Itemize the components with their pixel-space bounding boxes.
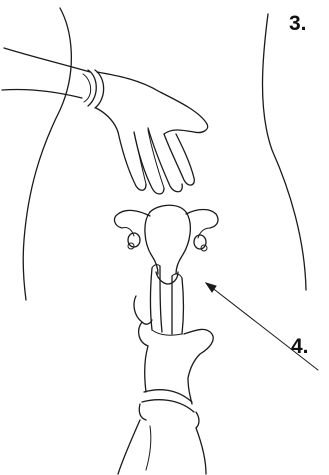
step-4-label: 4. (291, 336, 309, 357)
uterus-ovaries-icon (115, 205, 218, 284)
abdominal-hand-icon (2, 48, 208, 194)
gloved-examining-hand-icon (118, 265, 213, 474)
step-3-label: 3. (289, 13, 307, 34)
body-outline-right-icon (263, 14, 307, 290)
body-outline-left-icon (23, 8, 71, 300)
